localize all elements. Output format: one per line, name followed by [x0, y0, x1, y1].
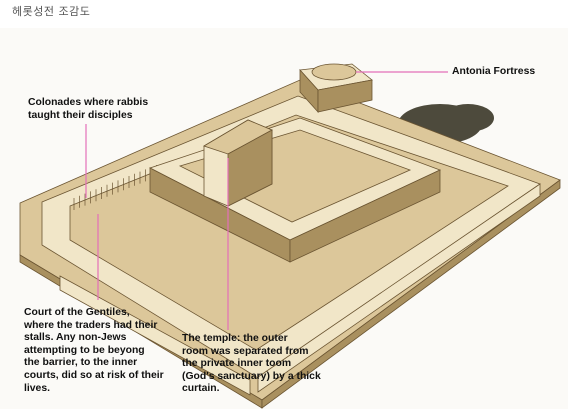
page-title: 헤롯성전 조감도 — [12, 5, 91, 18]
label-colonnades: Colonades where rabbis taught their disc… — [28, 97, 149, 121]
inner-court-side — [289, 169, 441, 263]
platform-right-wall — [261, 179, 561, 409]
pointer-lines — [85, 71, 448, 330]
label-antonia-fortress: Antonia Fortress — [452, 66, 536, 77]
label-temple: The temple: the outer room was separated… — [182, 333, 321, 395]
royal-stoa — [59, 275, 251, 396]
east-portico — [257, 183, 541, 393]
label-court-of-gentiles: Court of the Gentiles, where the traders… — [24, 307, 164, 394]
antonia-fortress — [299, 63, 373, 114]
temple-illustration — [19, 63, 561, 409]
